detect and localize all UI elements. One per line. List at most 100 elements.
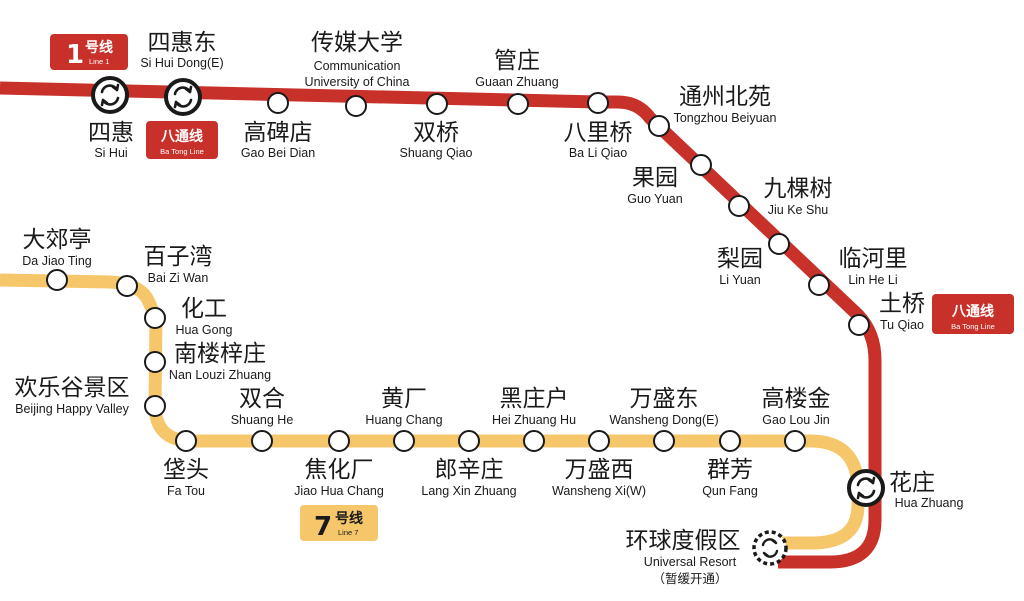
batong-badge-right-zh: 八通线 <box>951 303 994 320</box>
station-jiao-hua-chang[interactable] <box>328 430 350 452</box>
transfer-station-universal[interactable] <box>752 530 788 566</box>
label-guanzhuang-en: Guaan Zhuang <box>475 75 558 89</box>
station-shuang-qiao[interactable] <box>426 93 448 115</box>
label-gao-bei-dian-zh: 高碑店 <box>244 120 313 146</box>
label-jiu-ke-shu-zh: 九棵树 <box>764 176 833 202</box>
station-jiu-ke-shu[interactable] <box>728 195 750 217</box>
label-gao-lou-jin-zh: 高楼金 <box>762 386 831 412</box>
label-fa-tou-zh: 垡头 <box>163 457 209 483</box>
label-hua-gong-zh: 化工 <box>181 296 227 322</box>
transfer-icon <box>761 538 779 558</box>
label-si-hui-dong-en: Si Hui Dong(E) <box>140 56 223 70</box>
station-bai-zi-wan[interactable] <box>116 275 138 297</box>
batong-badge-left[interactable]: 八通线 Ba Tong Line <box>146 121 218 159</box>
label-tongzhou-beiyuan-zh: 通州北苑 <box>679 84 771 110</box>
station-guanzhuang[interactable] <box>507 93 529 115</box>
label-qun-fang-zh: 群芳 <box>707 457 753 483</box>
station-hei-zhuang-hu[interactable] <box>523 430 545 452</box>
station-li-yuan[interactable] <box>768 233 790 255</box>
station-gao-lou-jin[interactable] <box>784 430 806 452</box>
label-gao-lou-jin-en: Gao Lou Jin <box>762 413 829 427</box>
label-chuanmei-en1: Communication <box>314 59 401 73</box>
label-lin-he-li-zh: 临河里 <box>839 246 908 272</box>
label-lang-xin-zhuang-en: Lang Xin Zhuang <box>421 484 516 498</box>
transfer-station-hua-zhuang[interactable] <box>847 469 885 507</box>
batong-badge-right[interactable]: 八通线 Ba Tong Line <box>932 294 1014 334</box>
label-universal-en: Universal Resort <box>644 555 737 569</box>
line7-stations <box>46 269 806 452</box>
station-wansheng-dong[interactable] <box>653 430 675 452</box>
line7-zh: 号线 <box>335 510 363 527</box>
label-tu-qiao-zh: 土桥 <box>879 291 925 317</box>
label-chuanmei-zh: 传媒大学 <box>311 30 403 56</box>
line7-badge[interactable]: 7 号线 Line 7 <box>300 505 378 542</box>
station-lang-xin-zhuang[interactable] <box>458 430 480 452</box>
label-li-yuan-zh: 梨园 <box>717 246 763 272</box>
transfer-station-si-hui-dong[interactable] <box>164 78 202 116</box>
label-tu-qiao-en: Tu Qiao <box>880 318 924 332</box>
station-da-jiao-ting[interactable] <box>46 269 68 291</box>
line1-badge[interactable]: 1 号线 Line 1 <box>50 34 128 70</box>
label-hei-zhuang-hu-en: Hei Zhuang Hu <box>492 413 576 427</box>
label-qun-fang-en: Qun Fang <box>702 484 758 498</box>
line1-en: Line 1 <box>89 57 109 66</box>
label-wansheng-xi-en: Wansheng Xi(W) <box>552 484 646 498</box>
transfer-icon <box>100 83 120 107</box>
label-ba-li-qiao-en: Ba Li Qiao <box>569 146 627 160</box>
label-shuang-he-en: Shuang He <box>231 413 294 427</box>
line7-track <box>0 273 865 550</box>
station-fa-tou[interactable] <box>175 430 197 452</box>
label-si-hui-zh: 四惠 <box>88 120 134 146</box>
label-hei-zhuang-hu-zh: 黑庄户 <box>500 386 569 412</box>
label-nan-louzi-en: Nan Louzi Zhuang <box>169 368 271 382</box>
label-hua-zhuang-zh: 花庄 <box>889 470 935 496</box>
label-universal-note: （暂缓开通） <box>652 572 727 586</box>
batong-stations <box>267 92 870 336</box>
label-chuanmei-en2: University of China <box>305 75 410 89</box>
label-lin-he-li-en: Lin He Li <box>848 273 897 287</box>
label-shuang-qiao-zh: 双桥 <box>413 120 459 146</box>
label-da-jiao-ting-en: Da Jiao Ting <box>22 254 92 268</box>
line7-en: Line 7 <box>338 528 358 537</box>
station-shuang-he[interactable] <box>251 430 273 452</box>
label-hua-gong-en: Hua Gong <box>176 323 233 337</box>
label-lang-xin-zhuang-zh: 郎辛庄 <box>435 457 504 483</box>
label-ba-li-qiao-zh: 八里桥 <box>564 120 633 146</box>
label-nan-louzi-zh: 南楼梓庄 <box>174 341 266 367</box>
station-happy-valley[interactable] <box>144 395 166 417</box>
label-wansheng-xi-zh: 万盛西 <box>565 457 634 483</box>
transfer-station-si-hui[interactable] <box>91 76 129 114</box>
station-ba-li-qiao[interactable] <box>587 92 609 114</box>
label-da-jiao-ting-zh: 大郊亭 <box>23 227 92 253</box>
batong-line-track <box>0 81 882 569</box>
line1-number: 1 <box>66 40 84 70</box>
label-tongzhou-beiyuan-en: Tongzhou Beiyuan <box>674 111 777 125</box>
station-guo-yuan[interactable] <box>690 154 712 176</box>
label-li-yuan-en: Li Yuan <box>719 273 761 287</box>
label-gao-bei-dian-en: Gao Bei Dian <box>241 146 315 160</box>
label-huang-chang-zh: 黄厂 <box>381 386 427 412</box>
label-wansheng-dong-en: Wansheng Dong(E) <box>609 413 718 427</box>
batong-badge-left-zh: 八通线 <box>160 128 203 145</box>
station-hua-gong[interactable] <box>144 307 166 329</box>
label-fa-tou-en: Fa Tou <box>167 484 205 498</box>
station-huang-chang[interactable] <box>393 430 415 452</box>
line1-zh: 号线 <box>85 39 113 56</box>
station-tu-qiao[interactable] <box>848 314 870 336</box>
station-wansheng-xi[interactable] <box>588 430 610 452</box>
label-happy-valley-zh: 欢乐谷景区 <box>15 375 130 401</box>
label-guanzhuang-zh: 管庄 <box>494 48 540 74</box>
station-chuanmei[interactable] <box>345 95 367 117</box>
station-gao-bei-dian[interactable] <box>267 92 289 114</box>
label-happy-valley-en: Beijing Happy Valley <box>15 402 129 416</box>
batong-badge-left-en: Ba Tong Line <box>160 147 204 156</box>
station-lin-he-li[interactable] <box>808 274 830 296</box>
station-tongzhou-beiyuan[interactable] <box>648 115 670 137</box>
label-universal-zh: 环球度假区 <box>626 528 741 554</box>
line7-number: 7 <box>314 512 332 542</box>
station-qun-fang[interactable] <box>719 430 741 452</box>
station-nan-louzi[interactable] <box>144 351 166 373</box>
label-hua-zhuang-en: Hua Zhuang <box>895 496 964 510</box>
label-shuang-qiao-en: Shuang Qiao <box>400 146 473 160</box>
